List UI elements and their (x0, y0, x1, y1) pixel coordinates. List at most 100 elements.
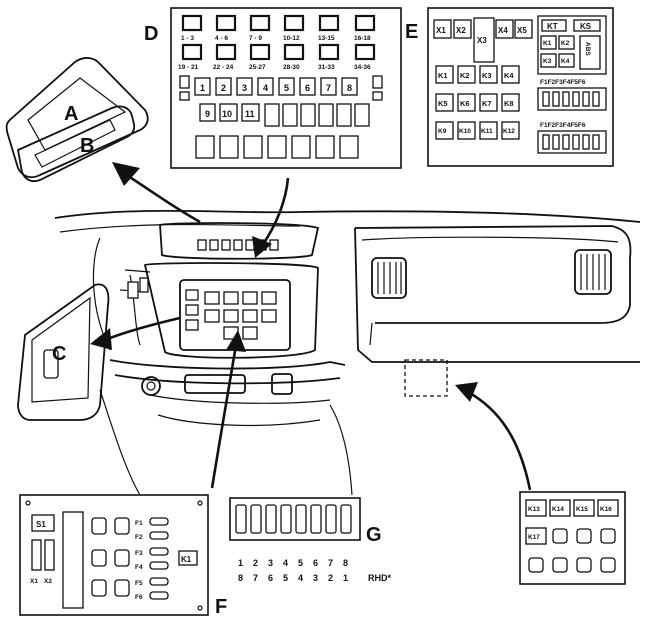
e-fuse-strip-2-label: F1F2F3F4F5F6 (540, 122, 586, 129)
k16-relay: K16 (600, 506, 612, 513)
e-fuse-strip-1: F1F2F3F4F5F6 (537, 79, 607, 111)
label-d: D (144, 23, 158, 45)
g-top-4: 4 (283, 558, 288, 568)
g-bottom-8: 1 (343, 573, 348, 583)
f-fuses: F1 F2 F3 F4 F5 F6 (135, 517, 169, 601)
d-fuses-row2: 9 10 11 (199, 103, 370, 127)
k14-relay: K14 (552, 506, 564, 513)
e-relay-k7: K7 (482, 99, 492, 108)
fuse-panel-d: D 1 - 3 4 - 6 7 - 9 10-12 13-15 16-18 (144, 7, 402, 169)
label-f: F (215, 596, 227, 618)
f-x2: X2 (44, 578, 52, 585)
e-relay-k4: K4 (504, 71, 514, 80)
d-relays-bottom (195, 135, 359, 159)
right-vent-right (580, 254, 606, 290)
d-fuse-3: 3 (242, 83, 247, 93)
e-relay-k10: K10 (459, 128, 471, 135)
relay-panel-e: E X1 X2 X3 X4 X5 KT KS K1 K2 K3 (405, 7, 614, 167)
d-range-bottom-2: 22 - 24 (213, 64, 234, 71)
e-relay-k1: K1 (438, 71, 448, 80)
g-top-1: 1 (238, 558, 243, 568)
g-top-8: 8 (343, 558, 348, 568)
relay-panel-k13-k17: K13 K14 K15 K16 K17 (519, 491, 626, 585)
label-e: E (405, 21, 418, 43)
hidden-relay-location (404, 359, 448, 397)
e-fuse-strip-2: F1F2F3F4F5F6 (537, 122, 607, 154)
d-fuse-7: 7 (326, 83, 331, 93)
e-connector-x5: X5 (517, 26, 527, 35)
e-relay-k3: K3 (482, 71, 492, 80)
fuse-panel-g: G 1 2 3 4 5 6 7 8 8 7 6 5 4 3 (229, 497, 391, 583)
d-range-top-2: 4 - 6 (215, 35, 228, 42)
e-upper-k1: K1 (543, 40, 552, 47)
d-range-bottom-3: 25-27 (249, 64, 266, 71)
f-k1: K1 (181, 555, 192, 564)
d-range-bottom-labels: 19 - 21 22 - 24 25-27 28-30 31-33 34-36 (178, 64, 371, 71)
g-bottom-6: 3 (313, 573, 318, 583)
e-relay-k12: K12 (503, 128, 515, 135)
d-top-holders (181, 14, 376, 32)
e-connectors: X1 X2 X3 X4 X5 (433, 17, 533, 63)
e-ks: KS (580, 22, 592, 31)
f-fuse-5: F5 (135, 580, 143, 587)
g-top-6: 6 (313, 558, 318, 568)
g-top-7: 7 (328, 558, 333, 568)
d-range-top-5: 13-15 (318, 35, 335, 42)
f-fuse-1: F1 (135, 520, 143, 527)
cover-c (17, 283, 110, 421)
f-fuse-3: F3 (135, 550, 143, 557)
g-rhd-label: RHD* (368, 573, 391, 583)
k-empty-sockets (528, 528, 616, 573)
g-bottom-4: 5 (283, 573, 288, 583)
e-connector-x4: X4 (498, 26, 508, 35)
d-mid-holders (181, 43, 376, 61)
d-fuse-4: 4 (263, 83, 268, 93)
k15-relay: K15 (576, 506, 588, 513)
g-top-numbers: 1 2 3 4 5 6 7 8 (238, 558, 348, 568)
f-fuse-2: F2 (135, 534, 143, 541)
e-relay-k8: K8 (504, 99, 514, 108)
e-relay-k9: K9 (438, 128, 447, 135)
d-fuse-1: 1 (200, 83, 205, 93)
f-fuse-4: F4 (135, 564, 143, 571)
d-fuses-row1: 1 2 3 4 5 6 7 8 (194, 77, 358, 96)
d-fuse-5: 5 (284, 83, 289, 93)
e-relay-k5: K5 (438, 99, 448, 108)
e-connector-x1: X1 (436, 26, 446, 35)
d-fuse-9: 9 (205, 109, 210, 119)
e-connector-x2: X2 (456, 26, 466, 35)
g-top-3: 3 (268, 558, 273, 568)
g-fuses (235, 504, 352, 534)
d-fuse-2: 2 (221, 83, 226, 93)
dashboard-drawing (5, 57, 641, 496)
e-abs: ABS (584, 42, 591, 56)
d-range-bottom-4: 28-30 (283, 64, 300, 71)
e-relay-grid: K1 K2 K3 K4 K5 K6 K7 K8 K9 K10 K11 K12 (435, 65, 520, 140)
e-kt-ks-block: KT KS K1 K2 K3 K4 ABS (537, 15, 607, 75)
label-g: G (366, 524, 382, 546)
label-b: B (80, 135, 94, 157)
d-range-bottom-5: 31-33 (318, 64, 335, 71)
right-vent-left (377, 262, 402, 294)
covers-a-b (5, 57, 149, 183)
f-fuse-6: F6 (135, 594, 143, 601)
e-relay-k6: K6 (460, 99, 470, 108)
f-s1: S1 (36, 520, 46, 529)
g-top-5: 5 (298, 558, 303, 568)
label-a: A (64, 103, 78, 125)
f-x1: X1 (30, 578, 38, 585)
d-fuse-10: 10 (222, 109, 232, 119)
fuse-panel-f: F S1 X1 X2 F1 F2 F3 F4 F5 F6 (19, 494, 227, 618)
e-upper-k3: K3 (543, 58, 552, 65)
label-c: C (52, 343, 66, 365)
g-bottom-5: 4 (298, 573, 303, 583)
f-relay-sockets (91, 517, 130, 597)
e-upper-k2: K2 (561, 40, 570, 47)
g-bottom-2: 7 (253, 573, 258, 583)
e-kt: KT (547, 22, 558, 31)
g-bottom-3: 6 (268, 573, 273, 583)
d-range-top-4: 10-12 (283, 35, 300, 42)
k13-relay: K13 (528, 506, 540, 513)
d-range-top-labels: 1 - 3 4 - 6 7 - 9 10-12 13-15 16-18 (181, 35, 371, 42)
